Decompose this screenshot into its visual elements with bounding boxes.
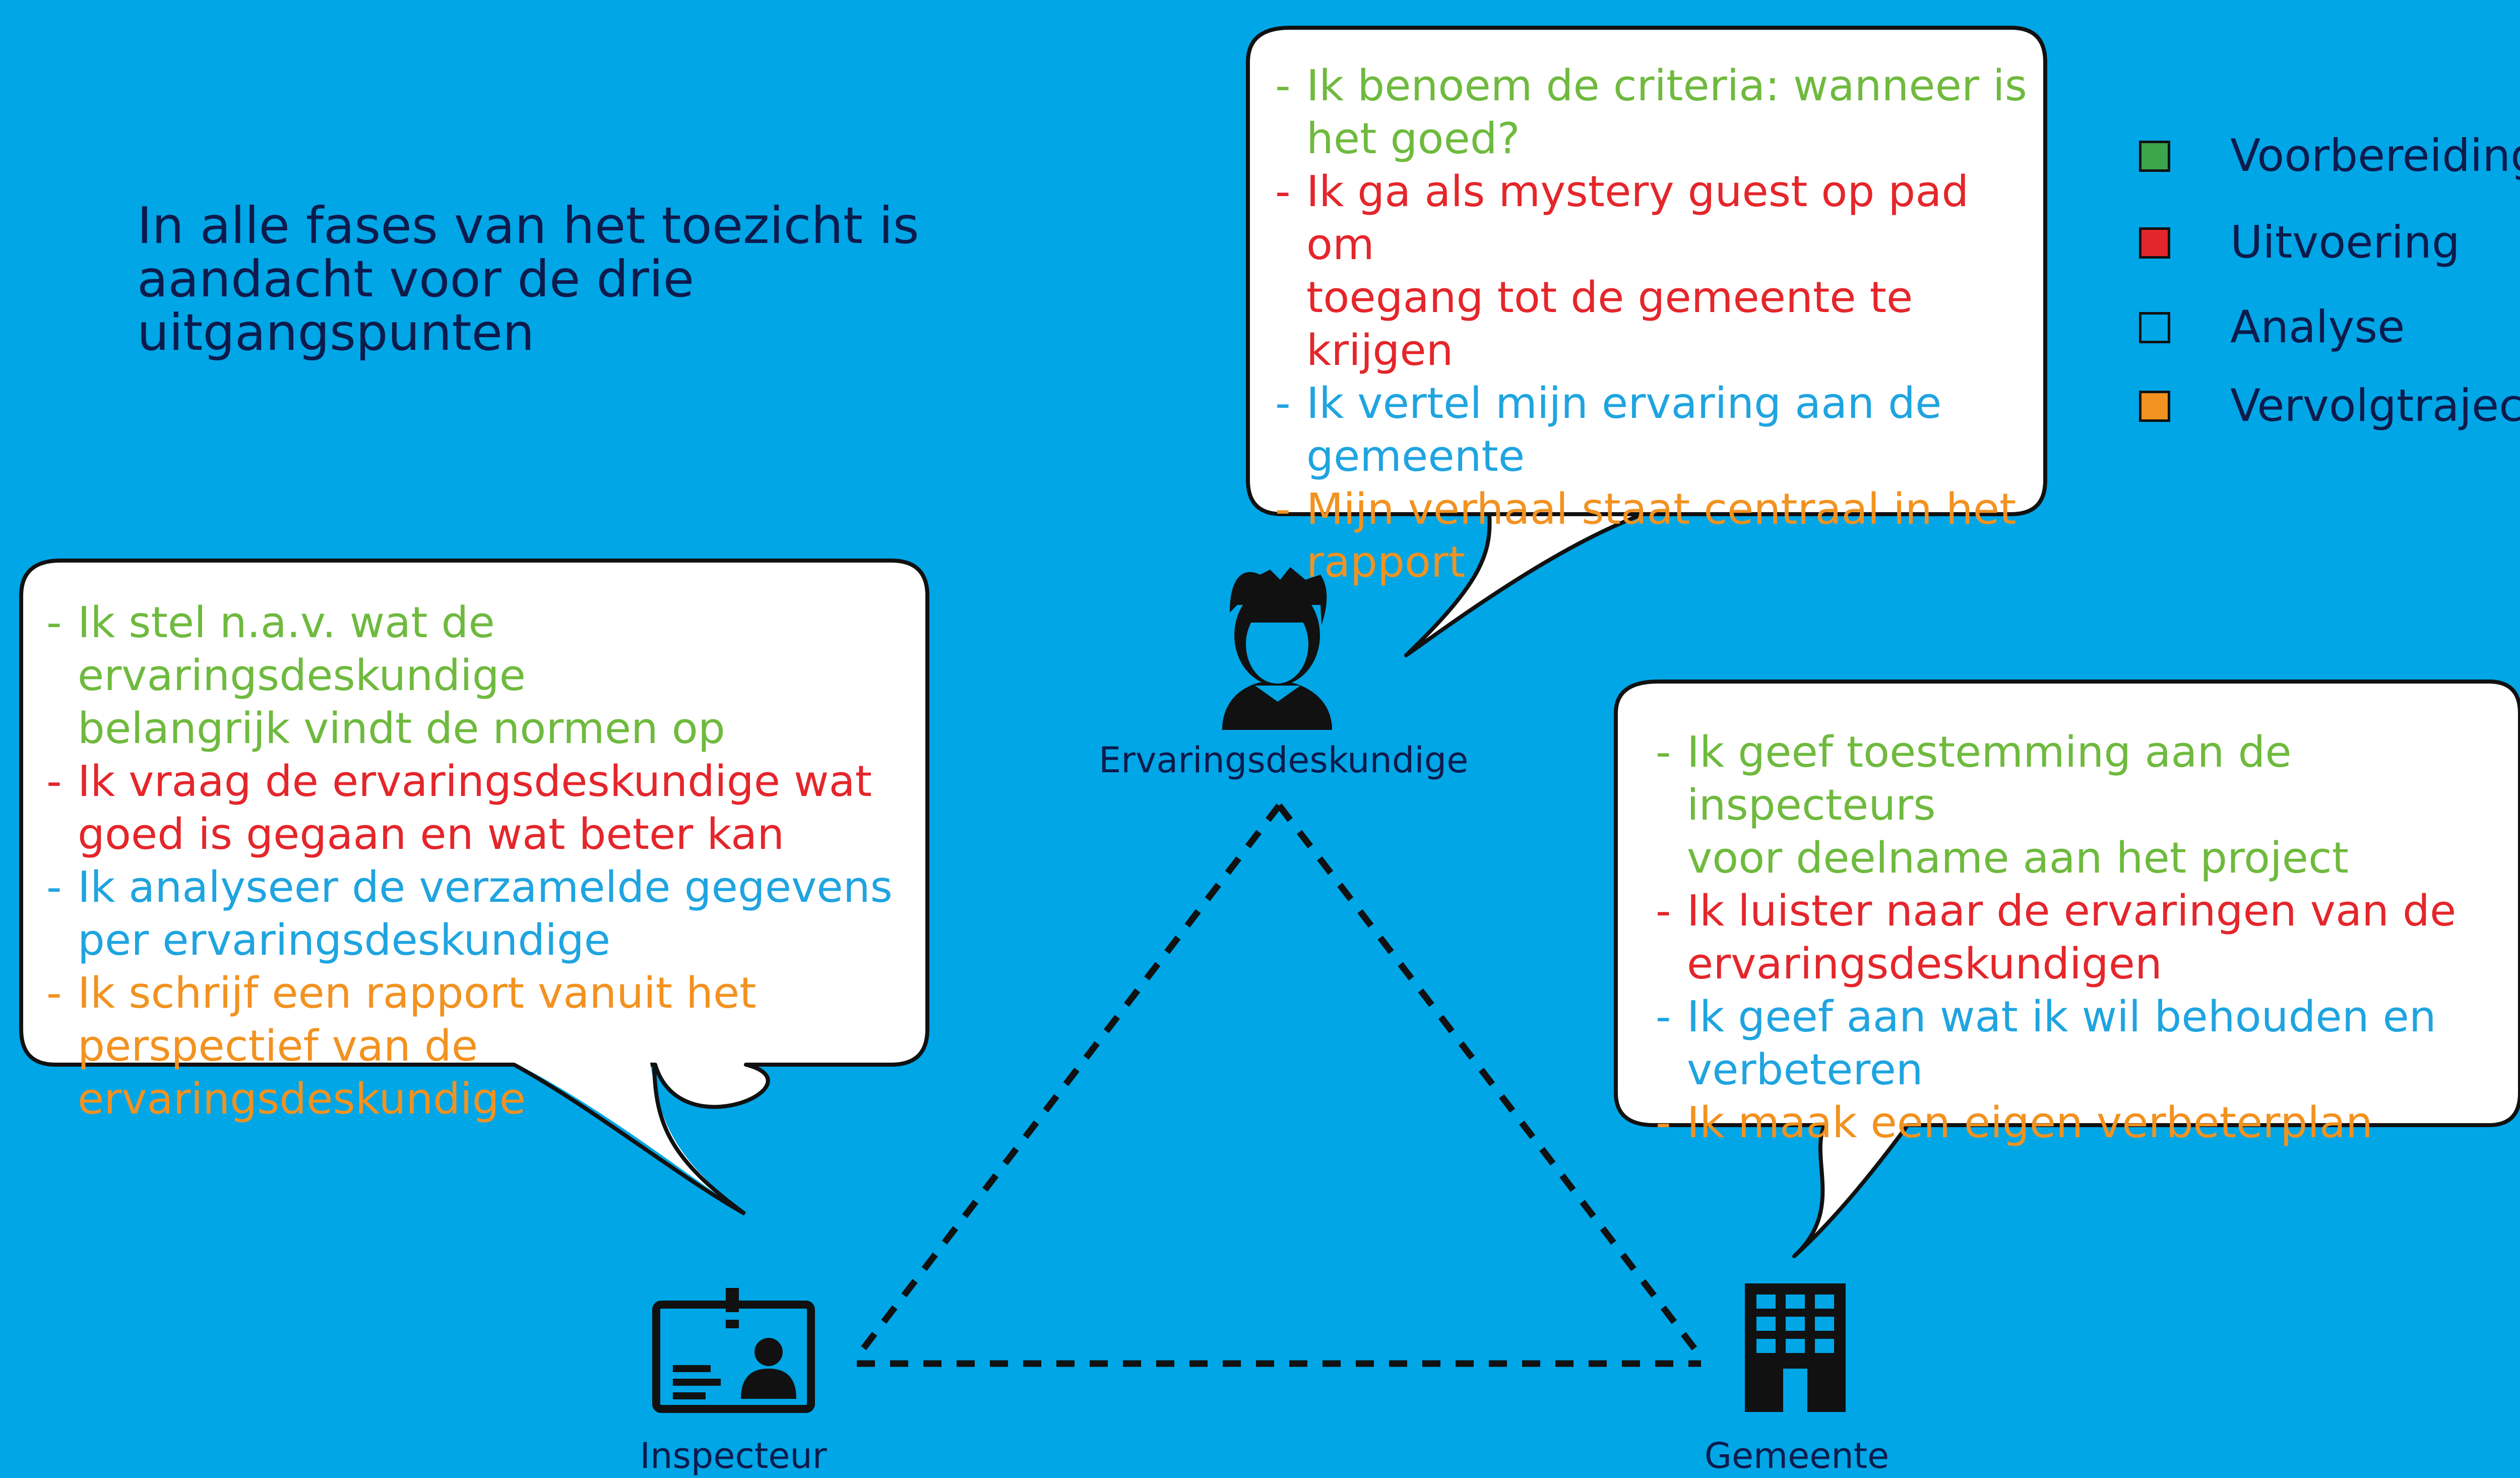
person-icon <box>1222 567 1332 730</box>
bubble-line-text: Mijn verhaal staat centraal in het <box>1306 484 2017 534</box>
bubble-line-text: belangrijk vindt de normen op <box>78 704 725 754</box>
bubble-line-text: Ik benoem de criteria: wanneer is <box>1306 61 2027 111</box>
legend-label: Voorbereiding <box>2230 130 2520 181</box>
bubble-line-text: Ik schrijf een rapport vanuit het <box>78 968 757 1018</box>
bullet-dash: - <box>1275 61 1291 111</box>
inspector-bubble-text: -Ik stel n.a.v. wat de ervaringsdeskundi… <box>46 596 923 1126</box>
bullet-dash: - <box>1275 484 1291 534</box>
legend-label: Uitvoering <box>2230 216 2460 268</box>
legend-swatch-voorbereiding <box>2139 141 2170 172</box>
bubble-line-text: Ik luister naar de ervaringen van de <box>1687 886 2456 936</box>
bubble-line: -Ik schrijf een rapport vanuit het <box>46 967 923 1020</box>
legend-item-analyse: Analyse <box>2137 295 2520 374</box>
bubble-line-text: per ervaringsdeskundige <box>78 915 611 965</box>
bubble-line: rapport <box>1275 536 2031 589</box>
bubble-line: ervaringsdeskundigen <box>1656 938 2512 991</box>
legend-label: Vervolgtraject <box>2230 380 2520 432</box>
bubble-line: -Ik vraag de ervaringsdeskundige wat <box>46 755 923 808</box>
legend-swatch-vervolgtraject <box>2139 391 2170 422</box>
bubble-line-text: rapport <box>1306 537 1466 587</box>
bullet-dash: - <box>1275 379 1291 428</box>
bullet-dash: - <box>1656 886 1671 936</box>
bullet-dash: - <box>1275 167 1291 217</box>
bubble-line-text: toegang tot de gemeente te krijgen <box>1306 273 1913 376</box>
bubble-line: -Ik maak een eigen verbeterplan <box>1656 1096 2512 1149</box>
expert-speech-bubble <box>1246 26 2047 657</box>
bubble-line-text: Ik stel n.a.v. wat de ervaringsdeskundig… <box>78 598 526 701</box>
bubble-line-text: ervaringsdeskundigen <box>1687 939 2162 989</box>
bullet-dash: - <box>46 968 62 1018</box>
bullet-dash: - <box>46 598 62 648</box>
legend-label: Analyse <box>2230 301 2405 353</box>
intro-text: In alle fases van het toezicht is aandac… <box>137 196 919 362</box>
bubble-line: -Ik geef aan wat ik wil behouden en <box>1656 991 2512 1043</box>
bubble-line-text: Ik maak een eigen verbeterplan <box>1687 1098 2373 1148</box>
bubble-line: voor deelname aan het project <box>1656 832 2512 885</box>
legend-swatch-analyse <box>2139 312 2170 343</box>
bubble-line-text: gemeente <box>1306 432 1525 481</box>
bullet-dash: - <box>46 757 62 807</box>
bubble-line-text: goed is gegaan en wat beter kan <box>78 810 785 859</box>
bubble-line-text: verbeteren <box>1687 1045 1923 1095</box>
legend-swatch-uitvoering <box>2139 227 2170 259</box>
bubble-line: -Ik luister naar de ervaringen van de <box>1656 885 2512 938</box>
bullet-dash: - <box>1656 1098 1671 1148</box>
bubble-line: per ervaringsdeskundige <box>46 914 923 967</box>
id-badge-icon <box>652 1288 815 1413</box>
legend-item-uitvoering: Uitvoering <box>2137 210 2520 295</box>
bubble-line: -Mijn verhaal staat centraal in het <box>1275 483 2031 536</box>
bubble-line-text: Ik ga als mystery guest op pad om <box>1306 167 1969 270</box>
inspector-bubble-tail <box>514 1063 746 1214</box>
bubble-line: het goed? <box>1275 112 2031 165</box>
bubble-line: -Ik stel n.a.v. wat de ervaringsdeskundi… <box>46 596 923 702</box>
bubble-line: gemeente <box>1275 430 2031 483</box>
bullet-dash: - <box>1656 992 1671 1042</box>
building-icon <box>1745 1283 1846 1412</box>
link-expert-inspector <box>854 804 1282 1359</box>
bubble-line: goed is gegaan en wat beter kan <box>46 808 923 861</box>
phase-legend: Voorbereiding Uitvoering Analyse Vervolg… <box>2137 124 2520 459</box>
bubble-line: -Ik ga als mystery guest op pad om <box>1275 165 2031 271</box>
inspector-speech-bubble <box>19 559 929 1109</box>
legend-item-voorbereiding: Voorbereiding <box>2137 124 2520 210</box>
bubble-line-text: perspectief van de ervaringsdeskundige <box>78 1021 526 1124</box>
bubble-line: -Ik geef toestemming aan de inspecteurs <box>1656 726 2512 832</box>
bubble-line: belangrijk vindt de normen op <box>46 702 923 755</box>
bubble-line-text: het goed? <box>1306 114 1520 164</box>
inspector-bubble-tail-outline <box>513 1063 746 1216</box>
bubble-line: verbeteren <box>1656 1043 2512 1096</box>
actor-label-ervaringsdeskundige: Ervaringsdeskundige <box>1099 740 1469 781</box>
bubble-line: perspectief van de ervaringsdeskundige <box>46 1020 923 1126</box>
bubble-line-text: Ik geef toestemming aan de inspecteurs <box>1687 727 2292 830</box>
bubble-line-text: voor deelname aan het project <box>1687 833 2349 883</box>
relationship-triangle <box>854 804 1704 1367</box>
legend-item-vervolgtraject: Vervolgtraject <box>2137 374 2520 459</box>
bubble-line-text: Ik geef aan wat ik wil behouden en <box>1687 992 2436 1042</box>
bubble-line: toegang tot de gemeente te krijgen <box>1275 271 2031 377</box>
link-expert-municipality <box>1276 804 1704 1359</box>
bubble-line-text: Ik analyseer de verzamelde gegevens <box>78 863 893 912</box>
actor-label-inspecteur: Inspecteur <box>640 1435 827 1476</box>
bubble-line: -Ik analyseer de verzamelde gegevens <box>46 861 923 914</box>
bubble-line: -Ik vertel mijn ervaring aan de <box>1275 377 2031 430</box>
bullet-dash: - <box>1656 727 1671 777</box>
bubble-line-text: Ik vertel mijn ervaring aan de <box>1306 379 1942 428</box>
bullet-dash: - <box>46 863 62 912</box>
bubble-line: -Ik benoem de criteria: wanneer is <box>1275 59 2031 112</box>
bubble-line-text: Ik vraag de ervaringsdeskundige wat <box>78 757 872 807</box>
actor-label-gemeente: Gemeente <box>1704 1435 1889 1476</box>
